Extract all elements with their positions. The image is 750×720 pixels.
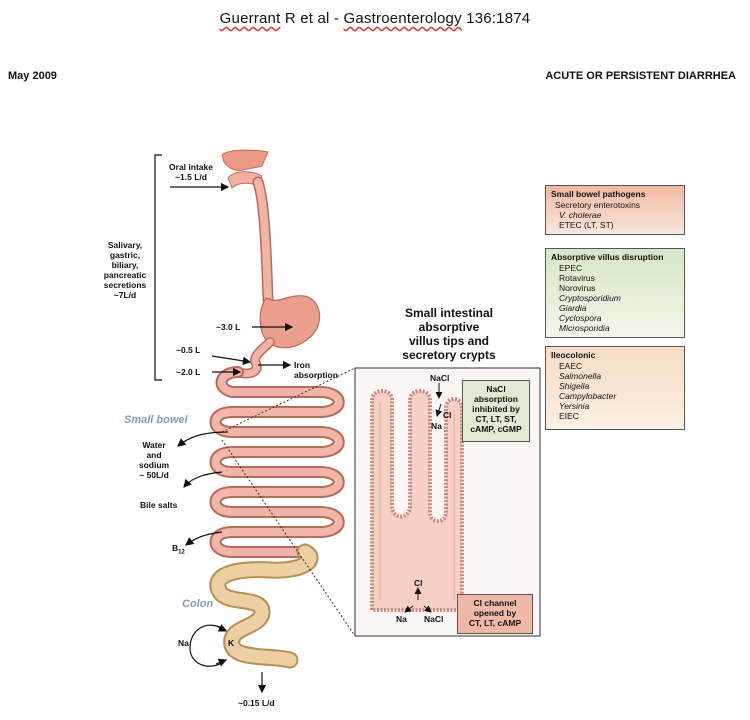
output-label: ~0.15 L/d	[238, 698, 275, 708]
mouth-shape	[221, 149, 269, 171]
nacl-top-label: NaCl	[430, 373, 450, 383]
duodenum-05-arrow	[211, 355, 252, 366]
esophagus	[254, 178, 272, 304]
cl-top-label: Cl	[443, 410, 452, 420]
villus-disruption-box: Absorptive villus disruption EPEC Rotavi…	[545, 248, 685, 338]
cl-bottom-label: Cl	[414, 578, 423, 588]
b12-label: B12	[172, 543, 185, 556]
exchange-circle	[189, 624, 227, 667]
small-bowel-pathogens-box: Small bowel pathogens Secretory enteroto…	[545, 185, 685, 235]
colon-label: Colon	[182, 598, 214, 610]
secretions-bracket	[154, 154, 162, 381]
citation: Guerrant R et al - Gastroenterology 136:…	[219, 10, 531, 27]
header-date: May 2009	[8, 70, 57, 82]
bile-arrow	[183, 471, 223, 488]
k-label: K	[228, 638, 235, 648]
small-bowel	[211, 368, 343, 556]
zoom-line-top	[221, 367, 356, 433]
zoom-line-bottom	[221, 439, 356, 637]
duodenum-20-label: ~2.0 L	[176, 367, 201, 377]
nacl-bottom-label: NaCl	[424, 614, 444, 624]
bile-salts-label: Bile salts	[140, 500, 178, 510]
duodenum	[234, 338, 274, 378]
na-label: Na	[178, 638, 189, 648]
villi	[370, 389, 464, 612]
b12-arrow	[185, 531, 223, 546]
na-top-label: Na	[431, 421, 442, 431]
duodenum-05-label: ~0.5 L	[176, 345, 201, 355]
colon	[211, 545, 317, 667]
stomach-volume-label: ~3.0 L	[216, 322, 241, 332]
stomach	[259, 295, 321, 349]
small-bowel-label: Small bowel	[124, 414, 188, 426]
header-section: ACUTE OR PERSISTENT DIARRHEA	[545, 70, 736, 82]
oral-intake-label: Oral intake~1.5 L/d	[169, 162, 213, 182]
ileocolonic-box: Ileocolonic EAEC Salmonella Shigella Cam…	[545, 346, 685, 430]
water-arrow	[177, 431, 229, 447]
na-bottom-label: Na	[396, 614, 407, 624]
